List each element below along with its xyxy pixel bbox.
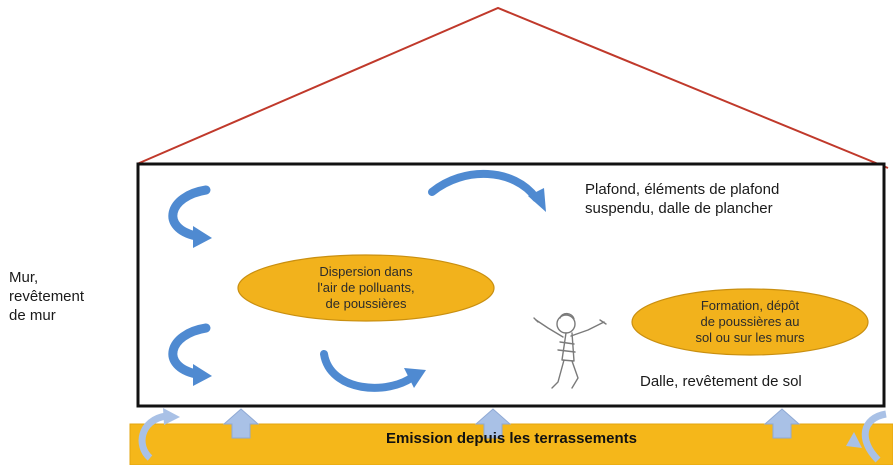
child-figure-illustration [533, 312, 607, 389]
dispersion-oval [237, 254, 495, 322]
formation-text: Formation, dépôt de poussières au sol ou… [695, 298, 805, 345]
emission-up-arrow [763, 408, 801, 439]
emission-curl-arrow [846, 410, 887, 463]
formation-oval [631, 288, 869, 356]
emission-up-arrow [222, 408, 260, 439]
floor-label: Dalle, revêtement de sol [640, 373, 802, 390]
emission-curl-arrow [138, 408, 180, 461]
roof-line [136, 6, 889, 169]
air-circulation-arrow [320, 350, 426, 392]
air-circulation-arrow [428, 170, 546, 212]
dispersion-text: Dispersion dans l'air de polluants, de p… [317, 264, 415, 311]
wall-label: Mur, revêtement de mur [9, 269, 85, 324]
air-circulation-arrow [168, 185, 212, 248]
ground-band [129, 423, 893, 465]
ground-emission-label: Emission depuis les terrassements [386, 430, 637, 447]
air-circulation-arrow [168, 323, 212, 386]
ceiling-label: Plafond, éléments de plafond suspendu, d… [585, 181, 780, 217]
emission-up-arrow [474, 408, 512, 439]
